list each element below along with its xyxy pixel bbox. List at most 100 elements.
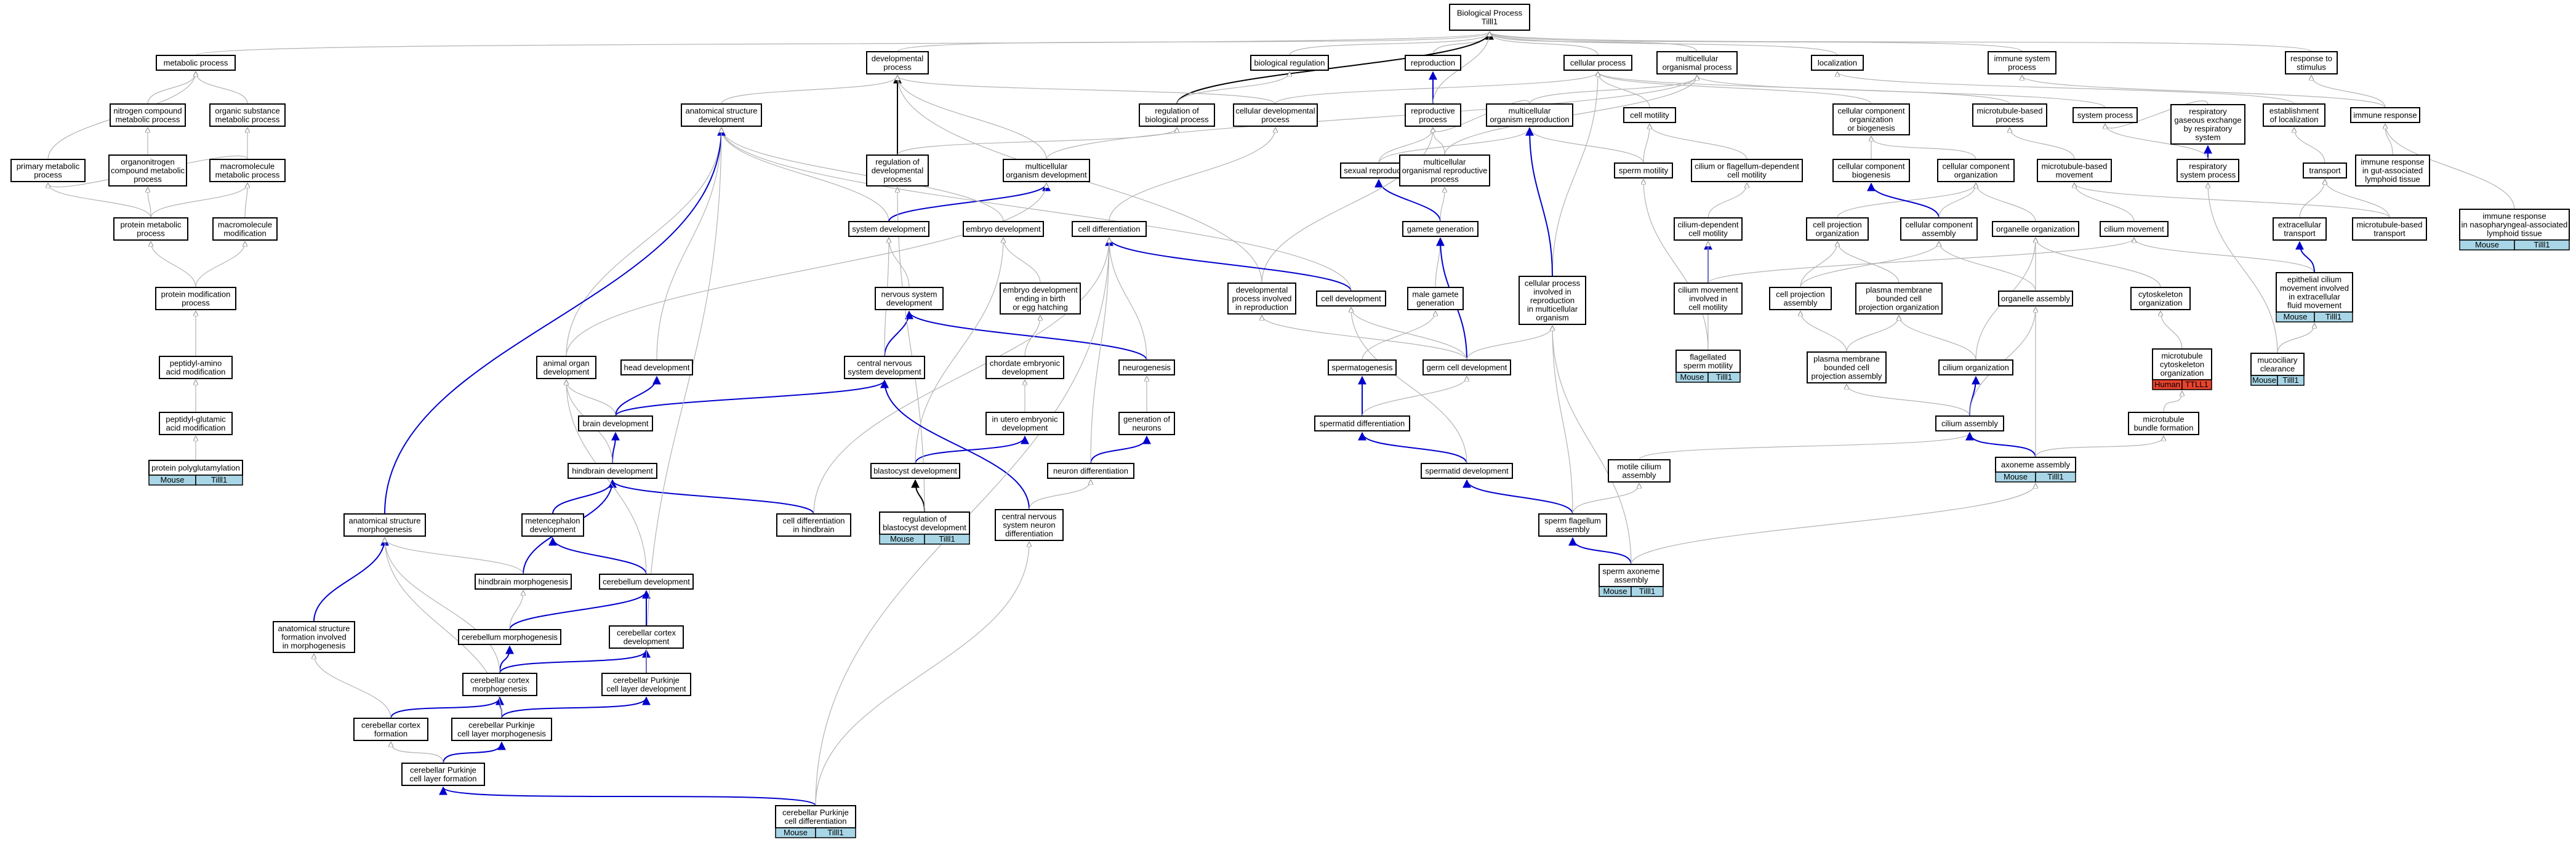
go-term-node[interactable]: reproduction xyxy=(1405,55,1461,71)
go-term-node[interactable]: microtubulecytoskeletonorganizationHuman… xyxy=(2152,348,2212,390)
go-term-node[interactable]: gamete generation xyxy=(1402,221,1479,237)
go-term-node[interactable]: germ cell development xyxy=(1422,359,1511,375)
go-term-node[interactable]: cell development xyxy=(1316,291,1386,307)
go-term-node[interactable]: hindbrain development xyxy=(568,463,657,479)
go-term-node[interactable]: immune response xyxy=(2350,107,2420,123)
go-term-node[interactable]: neurogenesis xyxy=(1118,359,1175,375)
go-term-node[interactable]: sperm motility xyxy=(1614,162,1673,178)
go-term-node[interactable]: cellular process xyxy=(1563,55,1632,71)
go-term-node[interactable]: cerebellum development xyxy=(599,574,694,590)
go-term-node[interactable]: organelle assembly xyxy=(1998,291,2073,307)
go-term-node[interactable]: hindbrain morphogenesis xyxy=(475,574,572,590)
go-term-node[interactable]: brain development xyxy=(578,415,653,431)
go-term-node[interactable]: spermatogenesis xyxy=(1328,359,1397,375)
go-term-node[interactable]: transport xyxy=(2303,162,2347,178)
go-term-node[interactable]: spermatid differentiation xyxy=(1314,415,1410,431)
go-term-node[interactable]: neuron differentiation xyxy=(1047,463,1134,479)
go-term-node[interactable]: spermatid development xyxy=(1421,463,1513,479)
go-term-node[interactable]: cell differentiation xyxy=(1072,221,1147,237)
go-term-node[interactable]: embryo development xyxy=(963,221,1044,237)
go-term-node[interactable]: metabolic process xyxy=(156,55,236,71)
go-term-node[interactable]: system development xyxy=(848,221,929,237)
go-term-node[interactable]: system process xyxy=(2072,107,2138,123)
go-term-node[interactable]: cilium movement xyxy=(2100,221,2169,237)
go-term-node[interactable]: head development xyxy=(620,359,693,375)
go-term-node[interactable]: blastocyst development xyxy=(870,463,960,479)
go-term-node[interactable]: cilium organization xyxy=(1938,359,2013,375)
go-term-node[interactable]: localization xyxy=(1811,55,1864,71)
go-term-node[interactable]: organelle organization xyxy=(1992,221,2079,237)
go-term-node[interactable]: biological regulation xyxy=(1250,55,1329,71)
